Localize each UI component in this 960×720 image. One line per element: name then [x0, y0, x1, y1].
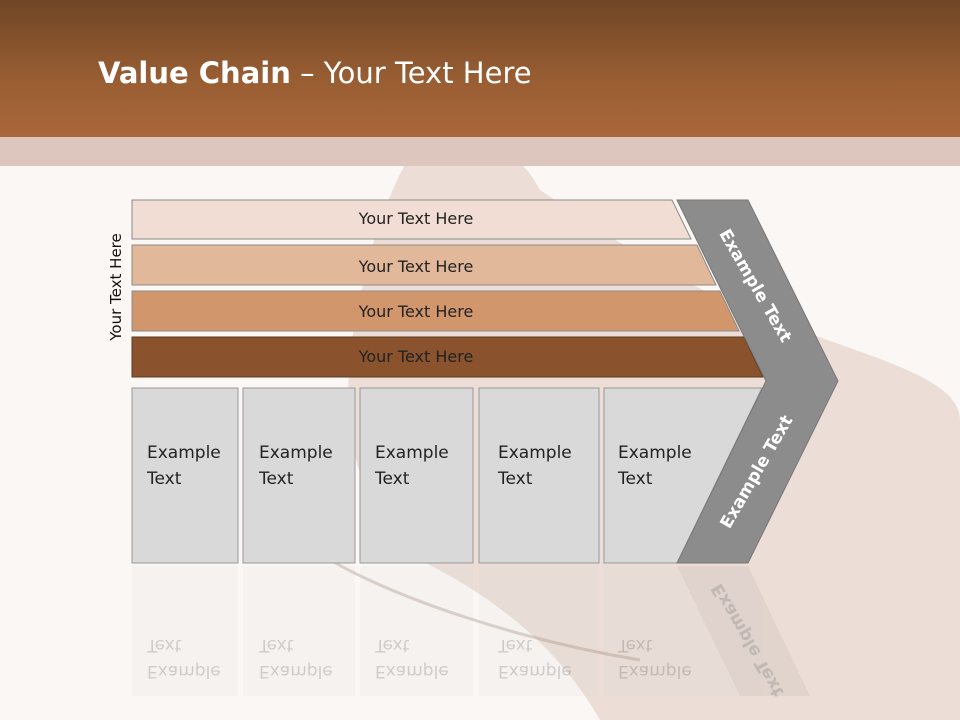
- header-strip: [0, 137, 960, 166]
- side-label: Your Text Here: [107, 233, 125, 341]
- slide-title: Value Chain – Your Text Here: [98, 56, 532, 90]
- row-band-1: [131, 199, 692, 240]
- cell-box-2: [242, 387, 356, 564]
- header-band: [0, 0, 960, 137]
- row-label-3: Your Text Here: [358, 302, 474, 321]
- row-label-2: Your Text Here: [358, 257, 474, 276]
- chevron-arrow: [676, 199, 839, 564]
- cell-box-3: [359, 387, 474, 564]
- row-band-4: [131, 336, 764, 378]
- row-label-1: Your Text Here: [358, 209, 474, 228]
- cell-box-4: [478, 387, 600, 564]
- reflection-group: [132, 566, 810, 696]
- row-band-3: [131, 290, 740, 332]
- row-band-2: [131, 244, 717, 286]
- cell-box-1: [131, 387, 239, 564]
- row-label-4: Your Text Here: [358, 347, 474, 366]
